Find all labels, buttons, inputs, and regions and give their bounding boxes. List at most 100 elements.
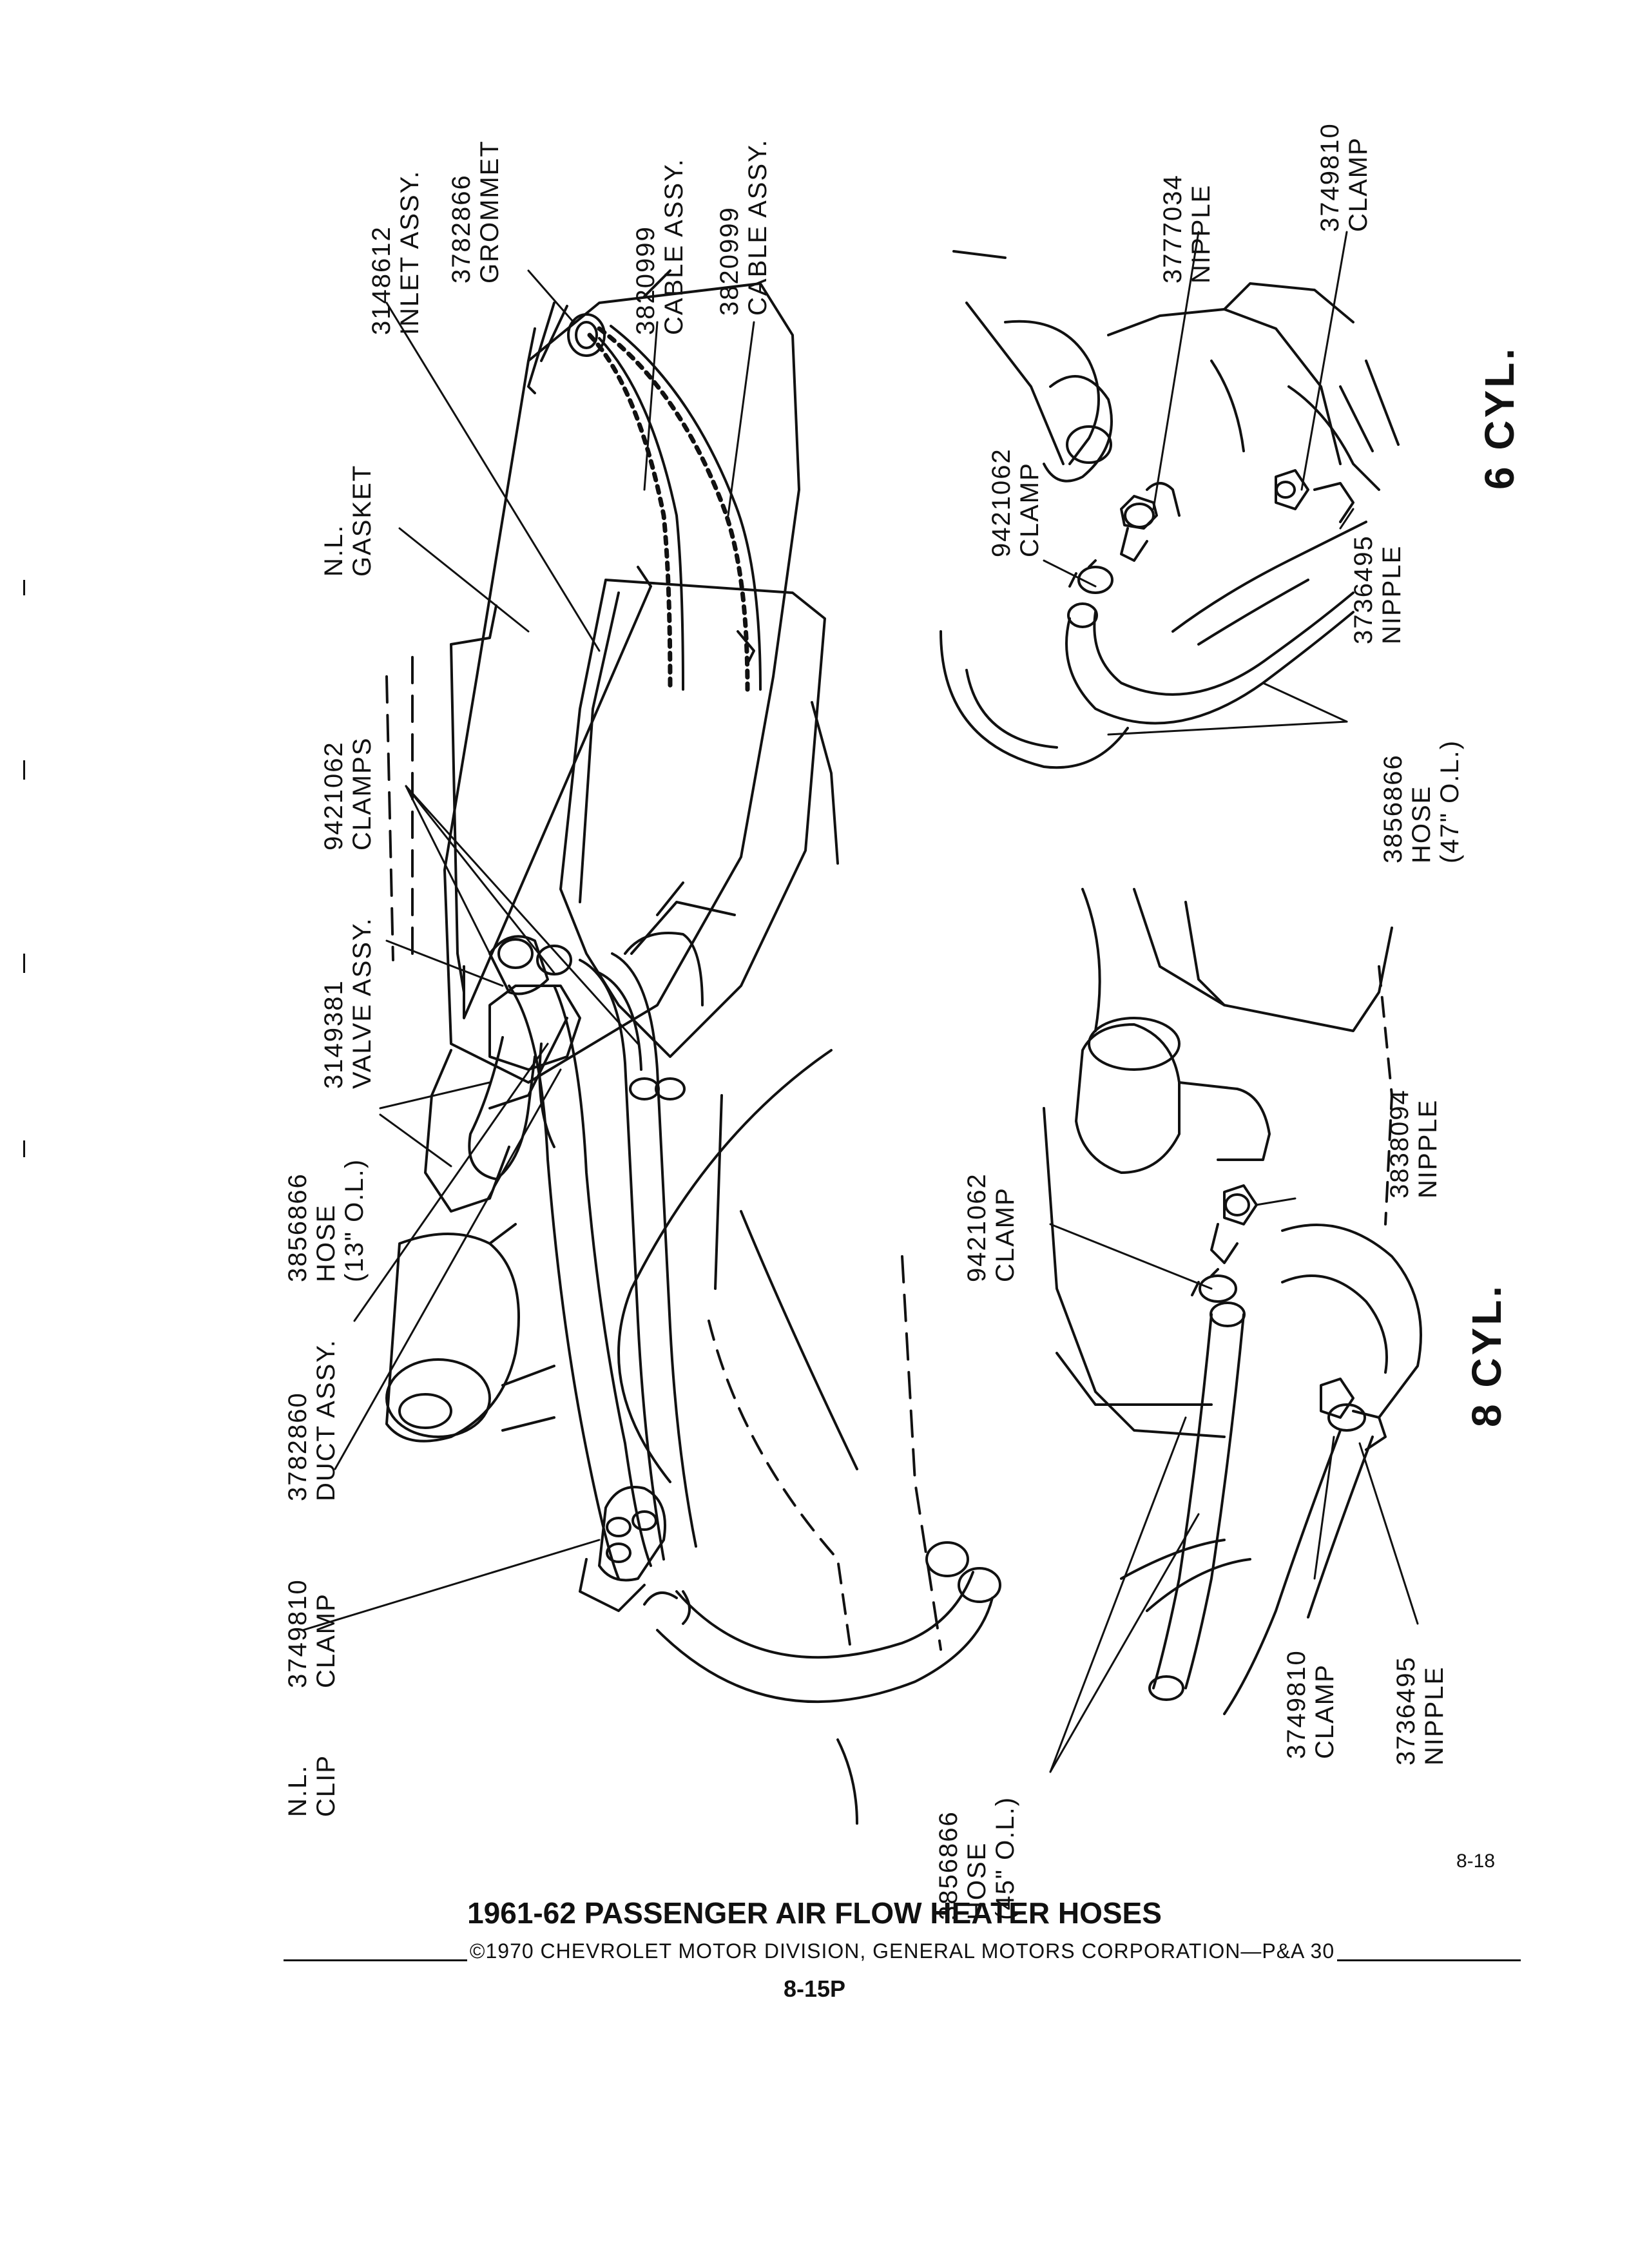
part-number: 3820999 (631, 226, 660, 335)
part-name: CLAMP (991, 1187, 1019, 1282)
part-number: 3820999 (715, 206, 744, 316)
part-number: 3736495 (1349, 535, 1378, 644)
label-clamps-9421062: 9421062 CLAMPS (320, 737, 376, 851)
c6-nipple-3777034 (1120, 495, 1158, 530)
part-length: (47" O.L.) (1436, 739, 1464, 863)
label-c8-clamp-9421062: 9421062 CLAMP (963, 1173, 1019, 1282)
c8-nipple-3736495 (1352, 1410, 1387, 1451)
figure-number: 8-18 (1456, 1850, 1496, 1872)
heater-case-back (450, 604, 497, 994)
rule-left (284, 1941, 467, 1961)
label-clip: N.L. CLIP (284, 1754, 340, 1817)
duct-assy (385, 1233, 520, 1443)
part-number: 3782860 (284, 1392, 312, 1501)
page-title: 1961-62 PASSENGER AIR FLOW HEATER HOSES (467, 1896, 1162, 1930)
label-c8-nipple-3736495: 3736495 NIPPLE (1392, 1656, 1449, 1765)
part-name: HOSE (312, 1204, 340, 1282)
copyright-text: ©1970 CHEVROLET MOTOR DIVISION, GENERAL … (469, 1939, 1335, 1963)
label-c6-nipple-3736495: 3736495 NIPPLE (1349, 535, 1406, 644)
c6-clamp-9421062 (1077, 566, 1113, 594)
part-number: 9421062 (320, 741, 348, 850)
heater-case (443, 282, 800, 1084)
punch-mark (23, 1140, 25, 1157)
label-duct-assy: 3782860 DUCT ASSY. (284, 1339, 340, 1501)
part-number: N.L. (320, 524, 348, 577)
c6-clamp-3749810 (1275, 469, 1309, 510)
part-name: NIPPLE (1420, 1666, 1449, 1765)
heater-core (559, 579, 826, 1058)
label-gasket: N.L. GASKET (320, 465, 376, 577)
part-name: NIPPLE (1414, 1099, 1442, 1198)
c8-clamp-9421062 (1199, 1274, 1237, 1303)
part-number: 3838094 (1385, 1089, 1414, 1198)
part-name: CLAMPS (348, 736, 376, 851)
section-8-cyl: 8 CYL. (1463, 1283, 1510, 1427)
part-name: GROMMET (476, 140, 504, 284)
label-cable-assy-2: 3820999 CABLE ASSY. (715, 139, 772, 316)
label-cable-assy-1: 3820999 CABLE ASSY. (631, 158, 688, 335)
part-name: GASKET (348, 464, 376, 577)
part-name: INLET ASSY. (396, 169, 424, 335)
part-name: HOSE (1407, 785, 1436, 863)
page-number: 8-15P (783, 1975, 846, 2002)
part-name: CLIP (312, 1754, 340, 1817)
part-name: CLAMP (312, 1593, 340, 1688)
gasket-outline (463, 566, 652, 1019)
part-number: 3856866 (1379, 754, 1407, 863)
hose-45-lower (675, 1571, 974, 1659)
c8-filter (1088, 1017, 1181, 1071)
part-number: 9421062 (987, 448, 1016, 557)
c8-clamp-3749810 (1320, 1378, 1354, 1419)
part-name: DUCT ASSY. (312, 1339, 340, 1501)
c8-hose (1152, 1313, 1213, 1689)
part-name: CLAMP (1016, 462, 1044, 557)
hose-13 (468, 1036, 536, 1180)
c6-nipple-3736495 (1313, 482, 1354, 523)
part-name: NIPPLE (1187, 184, 1215, 284)
copyright-line: ©1970 CHEVROLET MOTOR DIVISION, GENERAL … (284, 1938, 1521, 1964)
part-name: CLAMP (1311, 1664, 1339, 1759)
part-name: CLAMP (1344, 137, 1373, 232)
cable-assy-1 (587, 332, 673, 692)
part-number: 3749810 (284, 1579, 312, 1688)
main-hose-right (579, 959, 665, 1561)
part-name: NIPPLE (1378, 544, 1406, 644)
part-number: 3749810 (1282, 1649, 1311, 1759)
part-name: CABLE ASSY. (744, 139, 772, 316)
valve-assy (488, 935, 549, 995)
part-number: 3148612 (367, 226, 396, 335)
part-number: 3856866 (284, 1173, 312, 1282)
grommet (567, 313, 606, 357)
label-c8-nipple-3838094: 3838094 NIPPLE (1385, 1089, 1442, 1198)
c8-nipple-3838094 (1223, 1184, 1258, 1225)
part-length: (13" O.L.) (340, 1158, 369, 1282)
punch-mark (23, 760, 25, 780)
label-grommet: 3782866 GROMMET (447, 140, 504, 284)
main-hose-left (508, 985, 620, 1580)
label-c6-clamp-3749810: 3749810 CLAMP (1316, 122, 1373, 232)
label-c6-hose-47: 3856866 HOSE (47" O.L.) (1379, 740, 1464, 863)
rule-right (1337, 1941, 1521, 1961)
part-name: VALVE ASSY. (348, 917, 376, 1089)
section-6-cyl: 6 CYL. (1476, 345, 1523, 490)
punch-mark (23, 580, 25, 595)
part-number: 9421062 (963, 1173, 991, 1282)
label-c6-nipple-3777034: 3777034 NIPPLE (1159, 174, 1215, 284)
part-number: 3736495 (1392, 1656, 1420, 1765)
label-c8-clamp-3749810: 3749810 CLAMP (1282, 1649, 1339, 1759)
label-valve-assy: 3149381 VALVE ASSY. (320, 917, 376, 1089)
label-hose-13: 3856866 HOSE (13" O.L.) (284, 1158, 369, 1282)
c6-hose-47 (1065, 611, 1354, 725)
clip (598, 1486, 666, 1582)
punch-mark (23, 954, 25, 973)
part-number: 3777034 (1159, 174, 1187, 284)
leader-lines (302, 231, 1419, 1773)
label-clamp-3749810: 3749810 CLAMP (284, 1579, 340, 1688)
part-number: 3749810 (1316, 122, 1344, 232)
label-inlet-assy: 3148612 INLET ASSY. (367, 170, 424, 335)
part-number: 3782866 (447, 174, 476, 284)
part-number: 3149381 (320, 979, 348, 1089)
label-c6-clamp-9421062: 9421062 CLAMP (987, 448, 1044, 557)
part-number: N.L. (284, 1764, 312, 1817)
